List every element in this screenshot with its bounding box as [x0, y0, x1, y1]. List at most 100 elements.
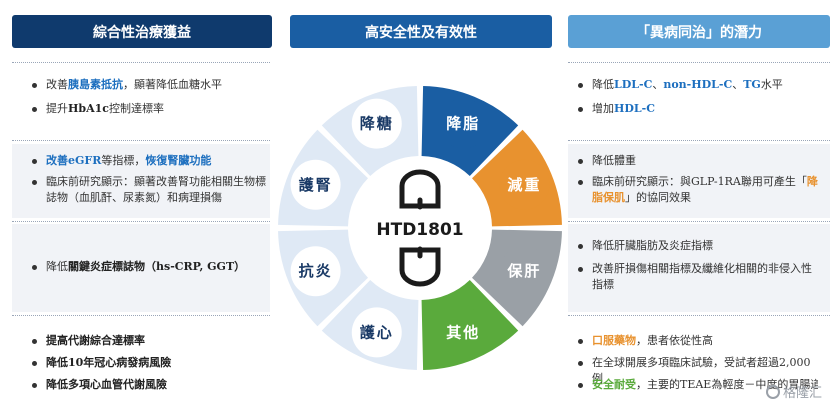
highlight: 改善eGFR	[46, 154, 102, 167]
bullet	[32, 383, 37, 388]
segment-label: 降脂	[446, 115, 480, 133]
text: 降低	[46, 260, 68, 273]
right-s2-item1: 降低體重	[578, 153, 818, 169]
highlight: LDL-C	[614, 78, 653, 91]
separator	[12, 62, 270, 63]
bullet	[578, 159, 583, 164]
text: 、	[732, 78, 744, 91]
separator	[568, 62, 830, 63]
segment-label-disc	[438, 307, 489, 358]
text: ，患者依從性高	[636, 334, 713, 347]
left-s3-item1: 降低關鍵炎症標誌物（hs-CRP, GGT）	[32, 259, 268, 275]
bullet	[578, 339, 583, 344]
text: 在全球開展多項臨床試驗，受試者超過2,000例	[592, 356, 811, 385]
highlight: 胰島素抵抗	[68, 78, 123, 91]
bullet	[32, 265, 37, 270]
text: 降低多項心血管代謝風險	[46, 378, 167, 391]
text: 降低10年冠心病發病風險	[46, 356, 172, 369]
highlight: 關鍵炎症標誌物	[68, 260, 145, 273]
left-s1-item2: 提升HbA1c控制達標率	[32, 101, 268, 117]
molecule-icon	[399, 169, 441, 287]
text: 臨床前研究顯示：顯著改善腎功能相關生物標誌物（血肌酐、尿素氮）和病理損傷	[46, 175, 266, 204]
bullet	[578, 383, 583, 388]
text: 提高代謝綜合達標率	[46, 334, 145, 347]
text: ，顯著降低血糖水平	[123, 78, 222, 91]
segment-label: 其他	[446, 323, 480, 341]
segment-label-disc	[290, 246, 341, 297]
segment-label: 護心	[360, 323, 394, 341]
highlight: HDL-C	[614, 102, 655, 115]
segment-label: 抗炎	[299, 262, 333, 280]
header-center: 高安全性及有效性	[290, 15, 552, 48]
band-right-3	[568, 224, 830, 312]
text: 改善	[46, 78, 68, 91]
text: 提升	[46, 102, 68, 115]
bullet	[32, 339, 37, 344]
left-s2-item2: 臨床前研究顯示：顯著改善腎功能相關生物標誌物（血肌酐、尿素氮）和病理損傷	[32, 174, 268, 206]
highlight: 口服藥物	[592, 334, 636, 347]
segment-label-disc	[290, 159, 341, 210]
separator	[568, 140, 830, 141]
bullet	[32, 159, 37, 164]
right-s4-item1: 口服藥物，患者依從性高	[578, 333, 818, 349]
highlight: 降脂保肌	[592, 175, 818, 204]
segment-label: 降糖	[360, 115, 394, 133]
left-s4-item2: 降低10年冠心病發病風險	[32, 355, 268, 371]
highlight: HbA1c	[68, 102, 109, 115]
right-s4-item2: 在全球開展多項臨床試驗，受試者超過2,000例	[578, 355, 818, 387]
separator	[12, 221, 270, 222]
bullet	[32, 361, 37, 366]
header-right-label: 「異病同治」的潛力	[636, 24, 762, 41]
text: 」的協同效果	[625, 191, 691, 204]
segment-label-disc	[351, 307, 402, 358]
bullet	[578, 180, 583, 185]
bullet	[578, 107, 583, 112]
text: 等指標，	[101, 154, 146, 167]
highlight: 恢復腎臟功能	[145, 154, 212, 167]
left-s4-item1: 提高代謝綜合達標率	[32, 333, 268, 349]
band-left-2	[12, 144, 270, 218]
segment-label-disc	[499, 246, 550, 297]
highlight: 安全耐受	[592, 378, 636, 391]
watermark: 格隆汇	[765, 382, 822, 401]
bullet	[578, 267, 583, 272]
text: 降低肝臟脂肪及炎症指標	[592, 239, 713, 252]
header-right: 「異病同治」的潛力	[568, 15, 830, 48]
segment-label: 保肝	[506, 262, 541, 280]
bullet	[32, 107, 37, 112]
watermark-text: 格隆汇	[782, 386, 822, 401]
text: 增加	[592, 102, 614, 115]
text: 控制達標率	[108, 102, 164, 115]
watermark-logo-icon	[765, 384, 780, 399]
header-left: 綜合性治療獲益	[12, 15, 272, 48]
segment-label-disc	[438, 98, 489, 149]
separator	[12, 140, 270, 141]
right-s1-item2: 增加HDL-C	[578, 101, 818, 117]
text: 降低	[592, 78, 614, 91]
segment-label: 減重	[507, 176, 541, 194]
highlight: non-HDL-C	[663, 78, 733, 91]
header-center-label: 高安全性及有效性	[365, 24, 477, 41]
left-s4-item3: 降低多項心血管代謝風險	[32, 377, 268, 393]
right-s2-item2: 臨床前研究顯示：與GLP-1RA聯用可產生「降脂保肌」的協同效果	[578, 174, 818, 206]
segment-label-disc	[499, 159, 550, 210]
right-s3-item1: 降低肝臟脂肪及炎症指標	[578, 238, 818, 254]
left-s2-item1: 改善eGFR等指標，恢復腎臟功能	[32, 153, 268, 169]
text: 、	[652, 78, 664, 91]
segment-label: 護腎	[299, 176, 333, 194]
band-left-3	[12, 224, 270, 312]
text: （hs-CRP, GGT）	[145, 260, 246, 273]
right-s3-item2: 改善肝損傷相關指標及纖維化相關的非侵入性指標	[578, 261, 818, 293]
bullet	[578, 361, 583, 366]
segment-label-disc	[351, 98, 402, 149]
separator	[568, 315, 830, 316]
left-s1-item1: 改善胰島素抵抗，顯著降低血糖水平	[32, 77, 268, 93]
header-left-label: 綜合性治療獲益	[93, 24, 191, 41]
bullet	[32, 83, 37, 88]
htd1801-diagram: 降脂減重保肝其他護心抗炎護腎降糖 HTD1801	[270, 78, 570, 378]
text: 臨床前研究顯示：與GLP-1RA聯用可產生「	[592, 175, 807, 188]
text: 降低體重	[592, 154, 636, 167]
bullet	[32, 180, 37, 185]
